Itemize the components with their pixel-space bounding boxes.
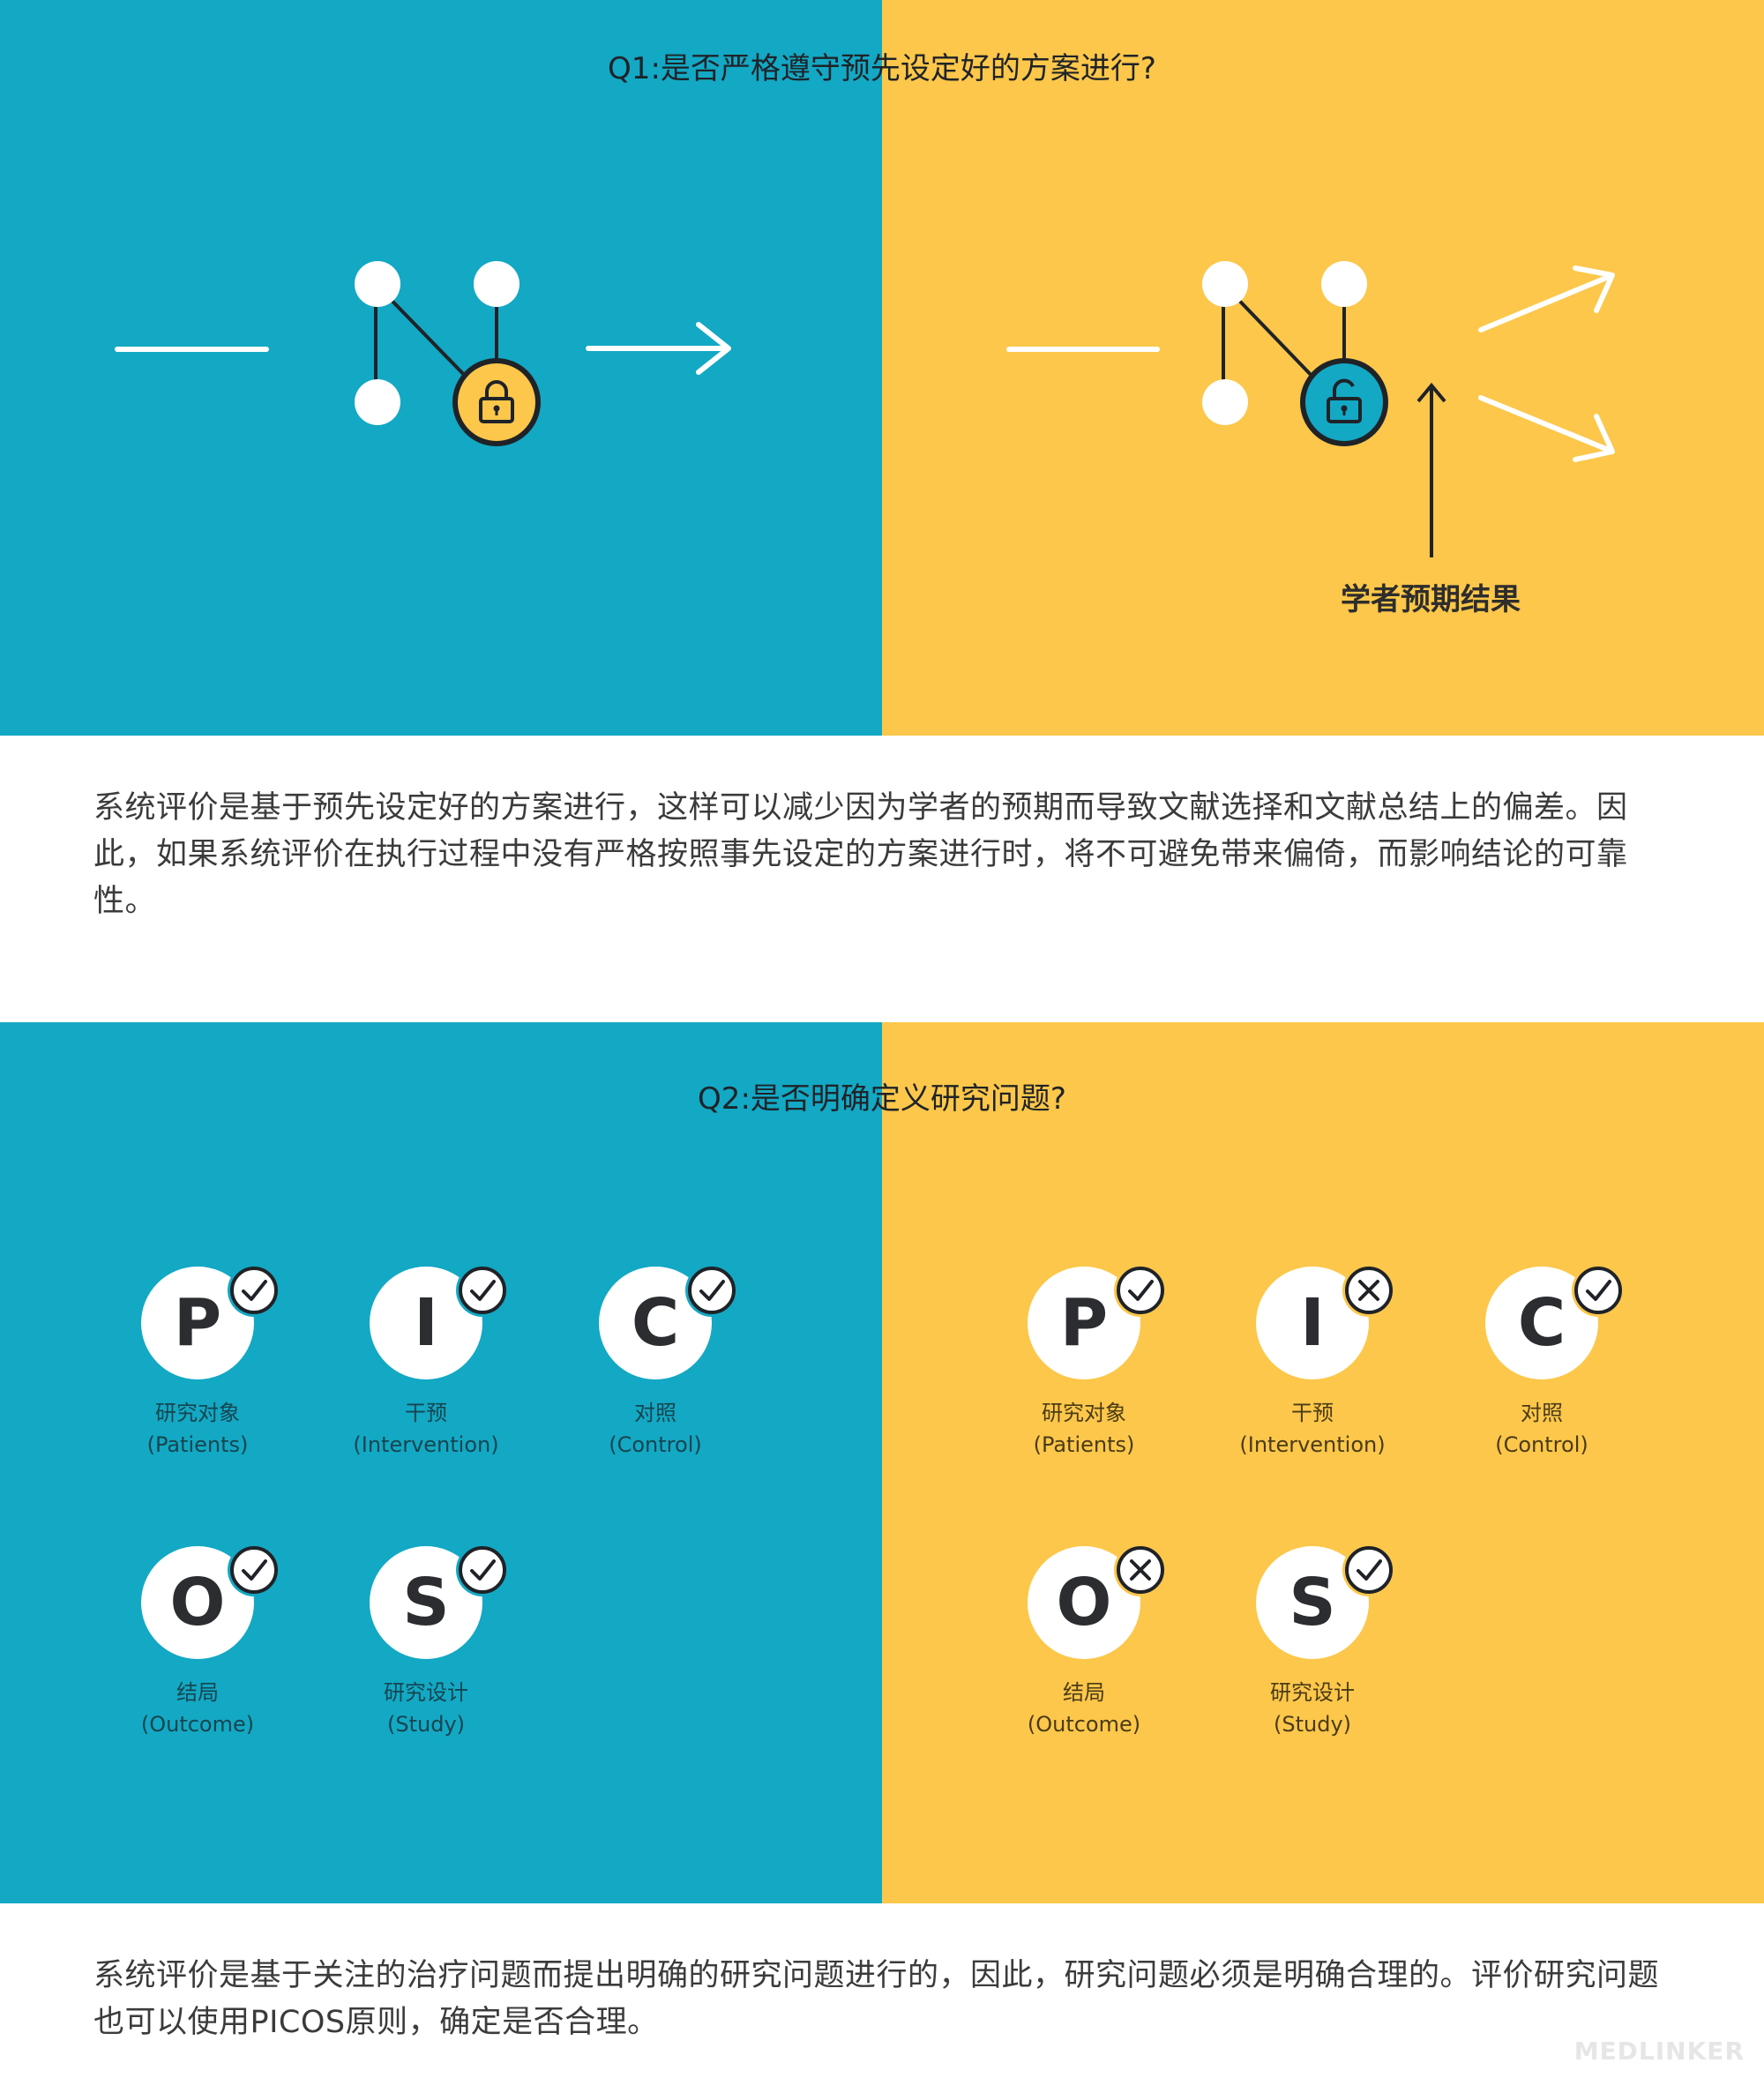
picos-label: 干预 (Intervention): [1207, 1397, 1418, 1461]
q2-blue-panel: [0, 1022, 882, 1903]
q2-yellow-panel: [882, 1022, 1764, 1903]
picos-label: 结局 (Outcome): [92, 1677, 303, 1740]
picos-label: 研究对象 (Patients): [978, 1397, 1190, 1461]
picos-label-cn: 研究对象: [155, 1401, 240, 1425]
node-top-right: [474, 261, 519, 307]
node-top-right-2: [1321, 261, 1367, 307]
arrow-down-right-icon: [1478, 395, 1615, 462]
node-top-left-2: [1202, 261, 1248, 307]
node-bottom-left: [355, 379, 400, 425]
arrow-up-right-icon: [1478, 265, 1615, 333]
q1-diagram: [115, 261, 1615, 557]
picos-label-en: (Control): [609, 1432, 702, 1457]
picos-label-cn: 干预: [405, 1401, 447, 1425]
picos-label-cn: 对照: [634, 1401, 676, 1425]
expected-result-label: 学者预期结果: [1341, 582, 1521, 617]
picos-label-en: (Study): [1273, 1712, 1352, 1737]
picos-label-en: (Outcome): [1027, 1712, 1141, 1737]
q1-blue-panel: [0, 0, 882, 736]
picos-label-en: (Intervention): [353, 1432, 499, 1457]
node-bottom-left-2: [1202, 379, 1248, 425]
q1-paragraph: 系统评价是基于预先设定好的方案进行，这样可以减少因为学者的预期而导致文献选择和文…: [93, 790, 1628, 919]
picos-label: 对照 (Control): [1436, 1397, 1648, 1461]
unlock-icon: [1300, 358, 1388, 446]
picos-label-cn: 结局: [1063, 1680, 1105, 1705]
picos-label: 干预 (Intervention): [320, 1397, 532, 1461]
lock-icon: [452, 358, 541, 446]
picos-label-cn: 研究设计: [384, 1680, 468, 1705]
picos-label-en: (Patients): [146, 1432, 249, 1457]
q1-title: Q1:是否严格遵守预先设定好的方案进行?: [608, 51, 1156, 86]
arrow-right-icon: [586, 322, 731, 375]
picos-label-en: (Control): [1495, 1432, 1588, 1457]
watermark: MEDLINKER: [1573, 2037, 1745, 2066]
picos-label-en: (Outcome): [140, 1712, 255, 1737]
picos-label-cn: 结局: [176, 1680, 219, 1705]
q2-title: Q2:是否明确定义研究问题?: [698, 1081, 1066, 1117]
picos-label: 结局 (Outcome): [978, 1677, 1190, 1740]
picos-label-en: (Intervention): [1239, 1432, 1386, 1457]
picos-label-cn: 干预: [1291, 1401, 1334, 1425]
picos-label: 研究设计 (Study): [1207, 1677, 1418, 1740]
picos-label-cn: 对照: [1521, 1401, 1563, 1425]
picos-label-en: (Study): [386, 1712, 466, 1737]
picos-label: 研究对象 (Patients): [92, 1397, 303, 1461]
node-top-left: [355, 261, 400, 307]
picos-label-en: (Patients): [1033, 1432, 1135, 1457]
picos-label: 研究设计 (Study): [320, 1677, 532, 1740]
q2-paragraph: 系统评价是基于关注的治疗问题而提出明确的研究问题进行的，因此，研究问题必须是明确…: [93, 1958, 1660, 2040]
picos-label-cn: 研究设计: [1270, 1680, 1355, 1705]
picos-label: 对照 (Control): [549, 1397, 761, 1461]
picos-label-cn: 研究对象: [1042, 1401, 1126, 1425]
arrow-up-icon: [1416, 382, 1446, 557]
